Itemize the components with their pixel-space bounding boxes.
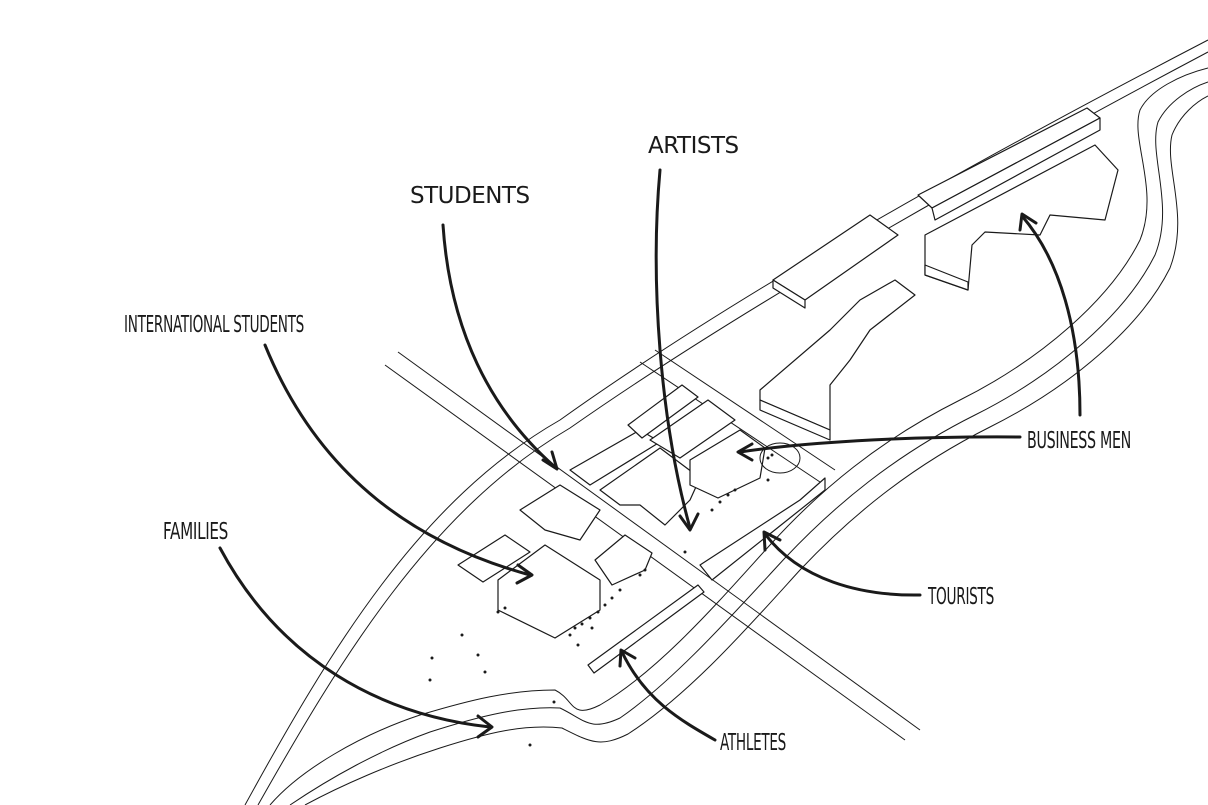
families-arrowhead: [476, 714, 494, 739]
label-artists: ARTISTS: [648, 133, 739, 159]
arrows: [218, 168, 1082, 742]
label-students: STUDENTS: [410, 183, 530, 209]
label-tourists: TOURISTS: [927, 584, 994, 610]
international-students-arrow: [263, 343, 532, 577]
students-arrowhead: [541, 450, 559, 471]
label-business-men: BUSINESS MEN: [1027, 428, 1131, 454]
label-international-students: INTERNATIONAL STUDENTS: [124, 312, 304, 338]
building-blocks: [457, 107, 1119, 674]
artists-arrowhead: [678, 512, 700, 532]
label-families: FAMILIES: [163, 519, 228, 545]
user-group-labels: STUDENTS ARTISTS INTERNATIONAL STUDENTS …: [124, 133, 1132, 756]
business-men-arrowhead-1: [736, 442, 754, 462]
families-arrow: [218, 546, 492, 729]
label-athletes: ATHLETES: [720, 730, 786, 756]
athletes-arrow: [620, 650, 717, 742]
artists-arrow: [654, 168, 692, 530]
international-students-arrowhead: [515, 563, 534, 585]
students-arrow: [441, 223, 557, 469]
business-men-arrow-2: [1020, 214, 1082, 417]
tourists-arrowhead: [762, 530, 782, 552]
tourists-arrow: [763, 532, 922, 597]
business-men-arrow-1: [738, 435, 1022, 454]
people-dots: [428, 442, 801, 747]
business-men-arrowhead-2: [1018, 212, 1038, 232]
athletes-arrowhead: [618, 648, 637, 668]
